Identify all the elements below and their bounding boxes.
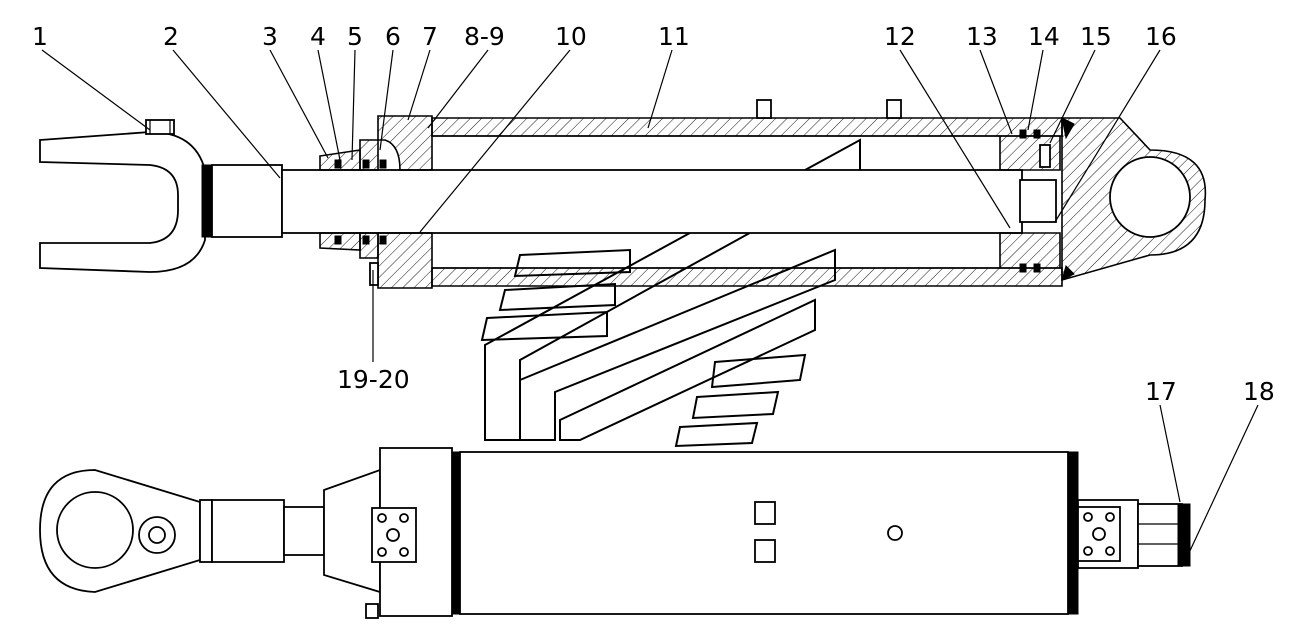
callout-labels: 1 2 3 4 5 6 7 8-9 10 11 12 13 14 15 16 1… [32, 22, 1275, 406]
callout-14: 14 [1028, 22, 1060, 51]
callout-19-20: 19-20 [337, 365, 410, 394]
callout-5: 5 [347, 22, 363, 51]
callout-13: 13 [966, 22, 998, 51]
callout-4: 4 [310, 22, 326, 51]
mounting-plate-left [371, 507, 417, 563]
end-cap [1061, 117, 1207, 282]
callout-18: 18 [1243, 377, 1275, 406]
clevis [39, 119, 206, 273]
watermark-logo [480, 138, 861, 448]
cylinder-section-view [39, 99, 1207, 289]
leader-lines [41, 49, 1259, 556]
gland-head [319, 115, 433, 289]
callout-6: 6 [385, 22, 401, 51]
callout-1: 1 [32, 22, 48, 51]
callout-15: 15 [1080, 22, 1112, 51]
cylinder-exterior-view [39, 447, 1191, 619]
callout-8-9: 8-9 [464, 22, 505, 51]
callout-11: 11 [658, 22, 690, 51]
callout-2: 2 [163, 22, 179, 51]
piston-rod [201, 164, 1023, 238]
rod-eye [39, 469, 201, 593]
callout-16: 16 [1145, 22, 1177, 51]
piston [999, 129, 1061, 273]
callout-10: 10 [555, 22, 587, 51]
callout-7: 7 [422, 22, 438, 51]
callout-12: 12 [884, 22, 916, 51]
callout-3: 3 [262, 22, 278, 51]
barrel [431, 99, 1063, 287]
callout-17: 17 [1145, 377, 1177, 406]
mounting-plate-right [1077, 506, 1121, 562]
